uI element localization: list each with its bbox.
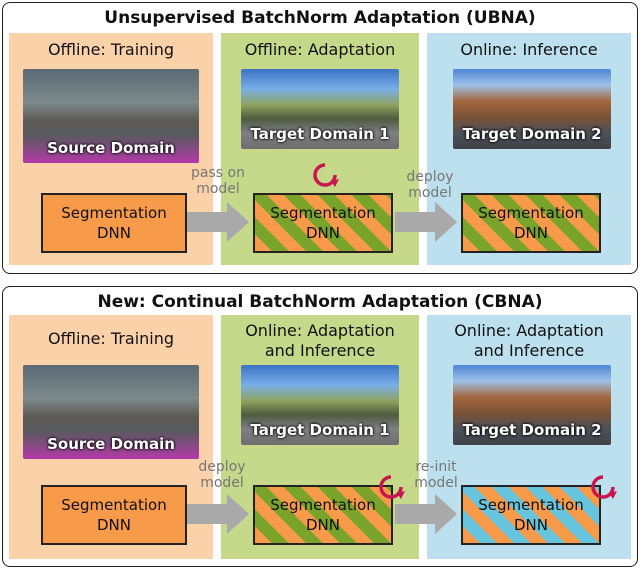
- box-line: DNN: [514, 516, 548, 534]
- source-domain-image: Source Domain: [23, 69, 199, 163]
- ubna-panel: Unsupervised BatchNorm Adaptation (UBNA)…: [2, 2, 638, 274]
- image-label: Source Domain: [47, 139, 175, 157]
- cbna-title: New: Continual BatchNorm Adaptation (CBN…: [97, 292, 543, 312]
- image-label: Target Domain 1: [250, 125, 390, 143]
- segmentation-dnn-adapted-box: Segmentation DNN: [253, 485, 393, 545]
- column-title: Offline: Training: [47, 40, 175, 59]
- box-line: Segmentation: [270, 204, 376, 222]
- box-line: Segmentation: [61, 204, 167, 222]
- image-label: Target Domain 1: [250, 421, 390, 439]
- target-domain-1-image: Target Domain 1: [241, 69, 399, 149]
- column-title: Offline: Training: [47, 329, 175, 348]
- image-label: Source Domain: [47, 435, 175, 453]
- deploy-arrow: [395, 202, 457, 242]
- box-line: DNN: [306, 516, 340, 534]
- target-domain-1-image: Target Domain 1: [241, 365, 399, 445]
- box-line: DNN: [514, 224, 548, 242]
- image-label: Target Domain 2: [462, 421, 602, 439]
- arrow-label: pass on model: [191, 165, 245, 197]
- arrow-label: deploy model: [198, 459, 246, 491]
- target-domain-2-image: Target Domain 2: [453, 365, 611, 445]
- box-line: Segmentation: [478, 496, 584, 514]
- pass-on-arrow: [187, 202, 249, 242]
- column-title: Online: Adaptation and Inference: [245, 321, 395, 360]
- arrow-label: re-init model: [414, 459, 458, 491]
- box-line: DNN: [97, 516, 131, 534]
- box-line: DNN: [306, 224, 340, 242]
- segmentation-dnn-box: Segmentation DNN: [41, 193, 187, 253]
- adaptation-cycle-icon: [379, 475, 405, 499]
- cbna-panel: New: Continual BatchNorm Adaptation (CBN…: [2, 286, 638, 567]
- column-title: Offline: Adaptation: [244, 40, 396, 59]
- deploy-arrow: [187, 494, 249, 534]
- target-domain-2-image: Target Domain 2: [453, 69, 611, 149]
- column-title: Online: Inference: [460, 40, 598, 59]
- box-line: Segmentation: [61, 496, 167, 514]
- box-line: Segmentation: [478, 204, 584, 222]
- source-domain-image: Source Domain: [23, 365, 199, 459]
- segmentation-dnn-deployed-box: Segmentation DNN: [461, 193, 601, 253]
- ubna-title: Unsupervised BatchNorm Adaptation (UBNA): [104, 8, 536, 28]
- box-line: Segmentation: [270, 496, 376, 514]
- arrow-label: deploy model: [406, 169, 454, 201]
- column-title: Online: Adaptation and Inference: [454, 321, 604, 360]
- adaptation-cycle-icon: [591, 475, 617, 499]
- segmentation-dnn-adapted-box: Segmentation DNN: [253, 193, 393, 253]
- reinit-arrow: [395, 494, 457, 534]
- box-line: DNN: [97, 224, 131, 242]
- image-label: Target Domain 2: [462, 125, 602, 143]
- segmentation-dnn-reinit-box: Segmentation DNN: [461, 485, 601, 545]
- adaptation-cycle-icon: [313, 163, 339, 187]
- segmentation-dnn-box: Segmentation DNN: [41, 485, 187, 545]
